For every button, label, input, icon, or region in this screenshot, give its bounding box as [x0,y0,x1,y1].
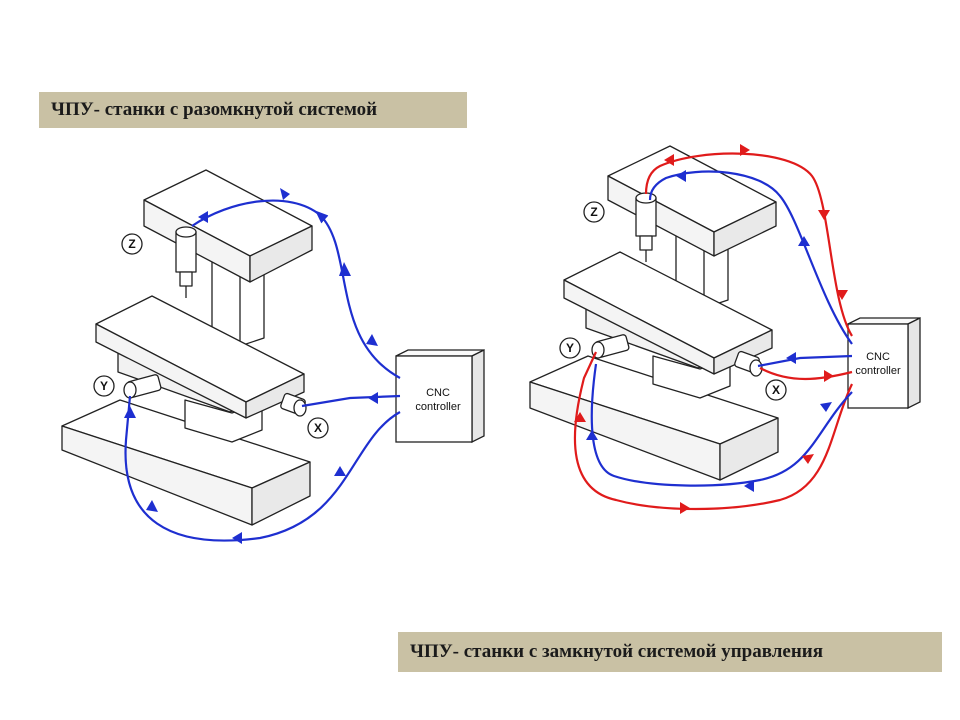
machine-base [529,355,779,481]
open-loop-arrowheads [124,188,378,544]
closed-loop-arrowheads [574,144,848,514]
cnc-controller-closed-line1: CNC [866,351,890,363]
closed-loop-caption-text: ЧПУ- станки с замкнутой системой управле… [410,641,824,662]
axis-x-label: X [772,383,780,397]
feedback-line-y [573,351,853,511]
axis-y-marker: Y [93,375,115,397]
closed-loop-feedback-lines [573,152,853,511]
spindle-z [635,192,657,262]
command-line-z [648,170,853,345]
feedback-line-z [644,152,853,337]
cnc-controller-open [395,348,485,444]
cnc-controller-closed-line2: controller [855,365,901,377]
machine-table [95,295,305,419]
cnc-controller-open-line1: CNC [426,387,450,399]
axis-z-label: Z [128,237,135,251]
closed-loop-caption: ЧПУ- станки с замкнутой системой управле… [398,632,942,672]
command-line-x [757,354,853,368]
axis-y-marker: Y [559,337,581,359]
axis-x-label: X [314,421,322,435]
open-loop-caption-text: ЧПУ- станки с разомкнутой системой [51,99,378,120]
cnc-controller-open-line2: controller [415,401,461,413]
spindle-z [175,226,197,298]
machine-head [143,169,313,283]
closed-loop-machine [529,145,779,481]
axis-z-label: Z [590,205,597,219]
axis-z-marker: Z [583,201,605,223]
motor-y [123,374,162,399]
machine-head [607,145,777,257]
axis-z-marker: Z [121,233,143,255]
cnc-controller-closed [847,316,921,410]
command-line-x [301,394,401,408]
machine-base [61,399,311,526]
feedback-line-x [759,367,853,381]
axis-y-label: Y [566,341,574,355]
command-line-y [124,395,401,542]
command-line-z [191,199,401,379]
axis-x-marker: X [307,417,329,439]
open-loop-command-lines [124,199,401,542]
motor-x [280,392,307,417]
motor-y [591,334,630,359]
axis-y-label: Y [100,379,108,393]
open-loop-machine [61,169,313,526]
open-loop-caption: ЧПУ- станки с разомкнутой системой [39,92,467,128]
axis-x-marker: X [765,379,787,401]
